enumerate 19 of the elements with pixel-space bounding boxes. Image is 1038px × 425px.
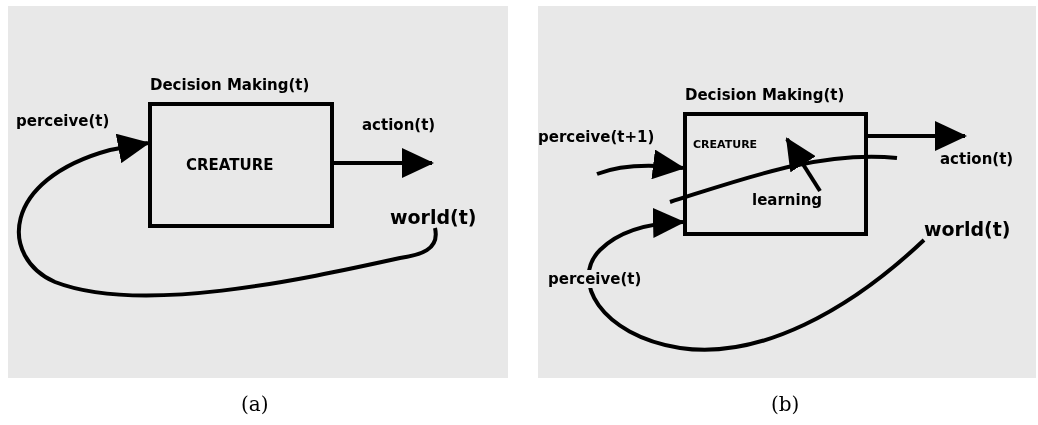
edge-label: perceive(t) [548,270,642,288]
box-label: CREATURE [693,138,758,151]
box-heading: Decision Making(t) [150,76,310,94]
box-heading: Decision Making(t) [685,86,845,104]
arrow [334,148,434,178]
text-label: world(t) [924,218,1011,240]
arrow [868,121,967,151]
arrow [586,208,926,352]
edge-label: action(t) [362,116,436,134]
arrow [596,149,685,180]
edge-label: action(t) [940,150,1014,168]
panel-caption: (a) [241,392,269,416]
edge-label: perceive(t) [16,112,110,130]
arrow [785,137,822,193]
box-label: CREATURE [186,156,274,174]
edge-label: perceive(t+1) [538,128,655,146]
text-label: learning [752,191,823,209]
panel-caption: (b) [771,392,800,416]
text-label: world(t) [390,206,477,228]
